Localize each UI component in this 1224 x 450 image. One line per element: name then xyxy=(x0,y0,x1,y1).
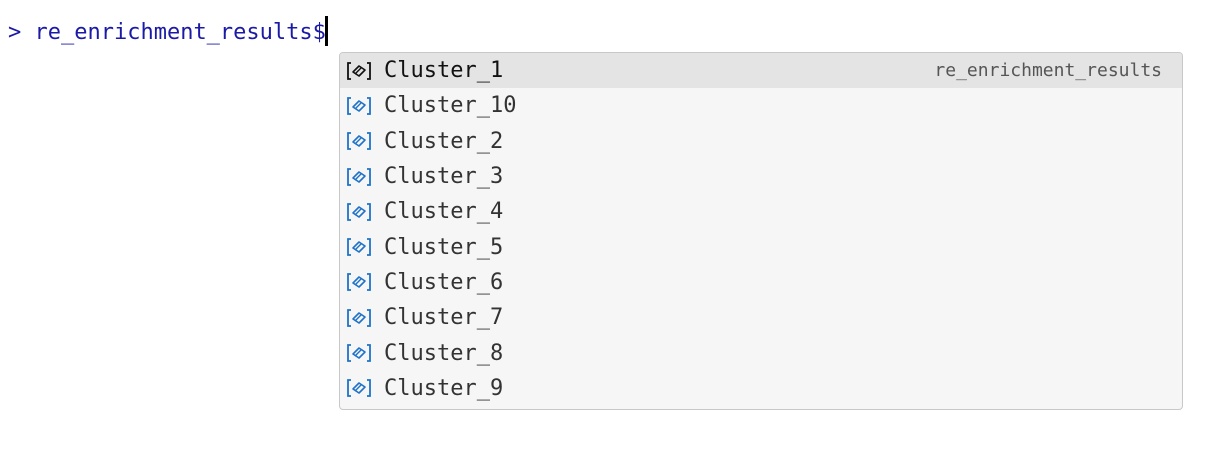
autocomplete-item-label: Cluster_8 xyxy=(384,340,504,366)
autocomplete-item-label: Cluster_6 xyxy=(384,269,504,295)
autocomplete-item-label: Cluster_10 xyxy=(384,93,517,119)
field-icon xyxy=(346,166,374,188)
field-icon xyxy=(346,95,374,117)
autocomplete-item-label: Cluster_4 xyxy=(384,199,504,225)
autocomplete-item[interactable]: Cluster_3 xyxy=(340,159,1182,194)
console-prompt: > xyxy=(8,20,35,45)
autocomplete-item[interactable]: Cluster_5 xyxy=(340,229,1182,264)
autocomplete-item-label: Cluster_3 xyxy=(384,164,504,190)
field-icon xyxy=(346,201,374,223)
autocomplete-item-label: Cluster_7 xyxy=(384,305,504,331)
autocomplete-item-label: Cluster_9 xyxy=(384,375,504,401)
autocomplete-item-detail: re_enrichment_results xyxy=(934,60,1162,82)
autocomplete-item-label: Cluster_1 xyxy=(384,58,504,84)
autocomplete-item[interactable]: Cluster_6 xyxy=(340,265,1182,300)
autocomplete-item[interactable]: Cluster_4 xyxy=(340,194,1182,229)
field-icon xyxy=(346,60,374,82)
autocomplete-item[interactable]: Cluster_1 re_enrichment_results xyxy=(340,53,1182,89)
field-icon xyxy=(346,377,374,399)
text-caret xyxy=(324,16,328,46)
field-icon xyxy=(346,342,374,364)
autocomplete-item-label: Cluster_2 xyxy=(384,128,504,154)
autocomplete-item-label: Cluster_5 xyxy=(384,234,504,260)
console-input-line[interactable]: > re_enrichment_results$ xyxy=(8,16,328,50)
console-command: re_enrichment_results$ xyxy=(34,20,326,45)
autocomplete-item[interactable]: Cluster_7 xyxy=(340,300,1182,335)
autocomplete-item[interactable]: Cluster_10 xyxy=(340,88,1182,123)
field-icon xyxy=(346,236,374,258)
autocomplete-item[interactable]: Cluster_9 xyxy=(340,371,1182,406)
autocomplete-item[interactable]: Cluster_2 xyxy=(340,124,1182,159)
autocomplete-item[interactable]: Cluster_8 xyxy=(340,335,1182,370)
field-icon xyxy=(346,307,374,329)
field-icon xyxy=(346,130,374,152)
field-icon xyxy=(346,271,374,293)
